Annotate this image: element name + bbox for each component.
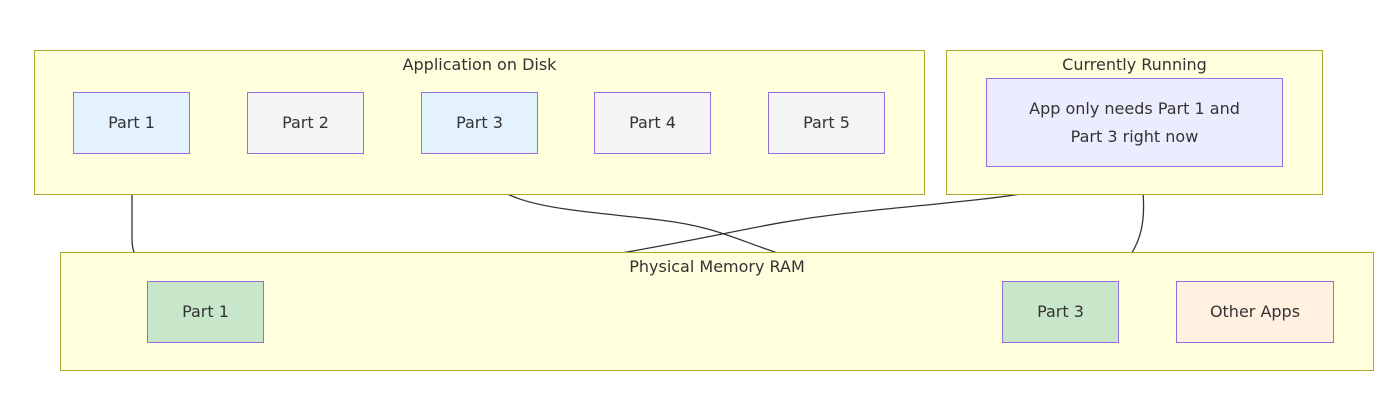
cluster-title: Currently Running — [1062, 55, 1207, 74]
cluster-title: Application on Disk — [402, 55, 557, 74]
ram-node-other-apps: Other Apps — [1176, 281, 1334, 343]
node-label: Part 4 — [629, 113, 676, 132]
running-note-node: App only needs Part 1 and Part 3 right n… — [986, 78, 1283, 167]
disk-node-part-1: Part 1 — [73, 92, 190, 154]
disk-node-part-4: Part 4 — [594, 92, 711, 154]
disk-node-part-5: Part 5 — [768, 92, 885, 154]
disk-node-part-3: Part 3 — [421, 92, 538, 154]
disk-node-part-2: Part 2 — [247, 92, 364, 154]
node-label: Part 5 — [803, 113, 850, 132]
node-label: Part 1 — [182, 302, 229, 321]
node-label: Part 3 — [456, 113, 503, 132]
node-label: Part 1 — [108, 113, 155, 132]
node-label: Other Apps — [1209, 302, 1301, 321]
cluster-title: Physical Memory RAM — [629, 257, 805, 276]
node-label: App only needs Part 1 and Part 3 right n… — [1029, 98, 1240, 146]
ram-node-part-3: Part 3 — [1002, 281, 1119, 343]
cluster-physical-memory-ram: Physical Memory RAM — [60, 252, 1374, 371]
ram-node-part-1: Part 1 — [147, 281, 264, 343]
node-label: Part 3 — [1037, 302, 1084, 321]
node-label: Part 2 — [282, 113, 329, 132]
